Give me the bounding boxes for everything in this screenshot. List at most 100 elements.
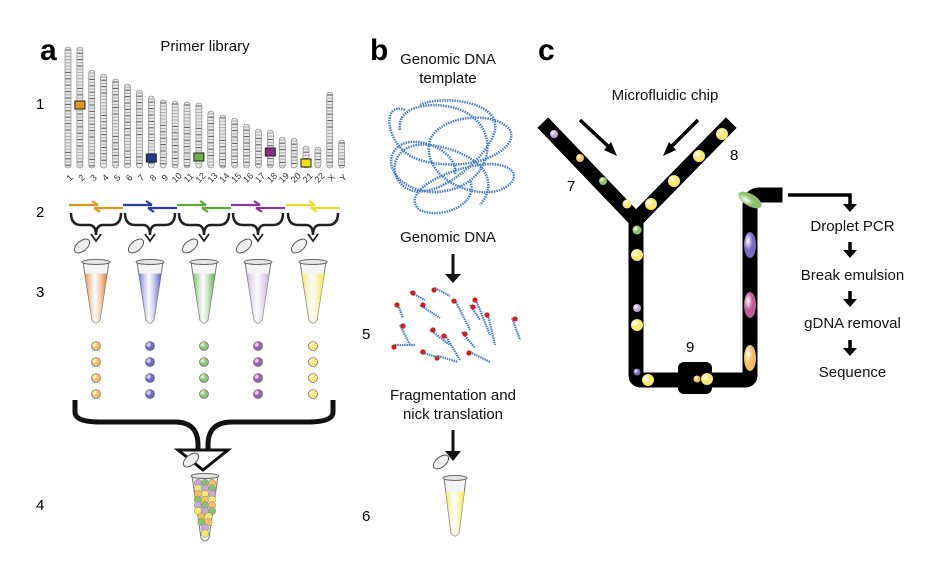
chromosome-1: 1 <box>64 46 75 183</box>
primer-bead <box>253 357 263 367</box>
primer-bead <box>91 357 101 367</box>
panel-b-letter: b <box>370 34 389 67</box>
genomic-dna-strand <box>388 107 516 215</box>
down-arrow-icon <box>307 233 319 243</box>
tube-rim <box>243 259 273 265</box>
nick-dot <box>466 350 472 356</box>
primer-bead <box>308 373 318 383</box>
primer-bead <box>91 373 101 383</box>
pooling-arrow-left <box>72 400 201 455</box>
chromosome-14: 14 <box>217 114 231 185</box>
dna-fragment <box>444 334 461 361</box>
down-arrow-icon <box>843 250 857 258</box>
merge-brace <box>123 212 177 236</box>
locus-marker-chr18 <box>264 147 276 157</box>
primer-pair <box>69 200 123 243</box>
pooling-arrow-right <box>205 400 336 455</box>
microfluidic-chip <box>537 117 783 394</box>
merge-brace <box>69 212 123 236</box>
reverse-primer <box>310 206 340 213</box>
locus-marker-chr8 <box>145 153 157 163</box>
forward-primer <box>177 200 207 207</box>
tube-liquid <box>192 273 216 323</box>
step-9-label: 9 <box>686 339 695 356</box>
primer-bead <box>308 357 318 367</box>
microfluidic-chip-title: Microfluidic chip <box>611 87 719 104</box>
tube-rim <box>135 259 165 265</box>
arrow-head-icon <box>663 142 676 156</box>
chromosome-label: Y <box>338 172 349 183</box>
primer-bead <box>253 341 263 351</box>
nick-dot <box>470 304 476 310</box>
nick-dot <box>484 312 490 318</box>
tube-cap <box>432 454 450 470</box>
tube-liquid <box>138 273 162 323</box>
droplet <box>631 319 643 331</box>
nick-dot <box>420 349 426 355</box>
down-arrow-icon <box>252 233 264 243</box>
flow-arrow-left <box>578 118 612 150</box>
reverse-primer <box>147 206 177 213</box>
library-tube <box>432 454 468 537</box>
tube-liquid <box>445 491 465 536</box>
tube-rim <box>298 259 328 265</box>
down-arrow-icon <box>90 233 102 243</box>
chromosome-15: 15 <box>229 117 243 185</box>
tube-cap <box>290 238 308 254</box>
reaction-tube <box>73 238 111 324</box>
primer-library-title: Primer library <box>160 38 250 55</box>
chromosome-7: 7 <box>136 89 147 183</box>
chromosome-body <box>136 89 143 169</box>
primer-pair <box>286 200 340 243</box>
primer-bead <box>199 357 209 367</box>
panel-a-letter: a <box>40 34 57 67</box>
primer-pair <box>123 200 177 243</box>
primer-bead <box>199 389 209 399</box>
droplet <box>642 374 654 386</box>
chromosome-label: 9 <box>160 172 171 183</box>
down-arrow-icon <box>843 204 857 212</box>
step-6-label: 6 <box>362 508 371 525</box>
dna-fragment <box>437 354 459 364</box>
dna-fragment <box>396 304 405 319</box>
tube-cap <box>127 238 145 254</box>
chromosome-12: 12 <box>194 102 208 185</box>
tube-liquid <box>301 273 325 323</box>
droplet <box>645 198 657 210</box>
emulsion-droplet <box>738 191 762 209</box>
primer-bead <box>308 389 318 399</box>
genomic-dna-template-title: Genomic DNA template <box>400 51 496 87</box>
primer-pair <box>177 200 231 243</box>
droplet <box>633 304 641 312</box>
primer-bead <box>253 373 263 383</box>
dna-fragment <box>399 324 411 346</box>
primer-bead <box>199 341 209 351</box>
reaction-tube <box>127 238 165 324</box>
merge-brace <box>231 212 285 236</box>
forward-primer <box>69 200 99 207</box>
panel-c-letter: c <box>538 34 555 67</box>
down-arrow-icon <box>843 299 857 307</box>
arrow-shaft <box>788 193 852 206</box>
merge-brace <box>286 212 340 236</box>
dna-fragment <box>474 299 492 336</box>
nick-dot <box>472 297 478 303</box>
tube-rim <box>442 475 468 481</box>
chromosome-label: 7 <box>136 172 147 183</box>
locus-marker-chr2 <box>74 100 86 110</box>
chromosome-label: 4 <box>100 172 111 183</box>
chromosome-11: 11 <box>182 101 196 185</box>
chromosome-5: 5 <box>112 78 123 183</box>
droplet <box>693 150 705 162</box>
nick-dot <box>410 290 416 296</box>
genomic-dna-strand <box>389 104 489 194</box>
genomic-dna-label: Genomic DNA <box>400 229 496 246</box>
chip-channel <box>537 117 783 388</box>
droplet <box>576 154 584 162</box>
tube-liquid <box>84 273 108 323</box>
droplet <box>550 130 558 138</box>
reverse-primer <box>255 206 285 213</box>
droplet <box>631 249 643 261</box>
chromosome-body <box>183 101 191 169</box>
pooled-bead <box>200 529 209 538</box>
